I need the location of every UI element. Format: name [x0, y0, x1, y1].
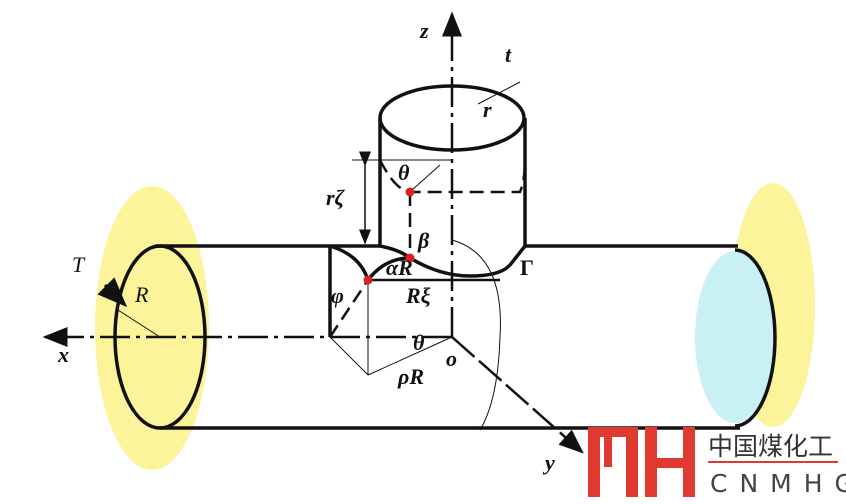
logo-english: CNMHG — [710, 469, 846, 498]
label-beta: β — [417, 228, 430, 253]
radius-line-R — [117, 309, 161, 338]
label-r: r — [483, 97, 492, 122]
label-R: R — [134, 282, 149, 307]
label-o: o — [446, 346, 457, 371]
point-mid — [405, 253, 415, 263]
y-axis — [451, 336, 584, 454]
right-end-face — [695, 251, 775, 423]
pipe-outline — [113, 84, 777, 430]
label-r-xi: Rξ — [405, 283, 431, 308]
thickness-arrow-T — [97, 277, 128, 308]
label-r-zeta: rζ — [326, 185, 346, 210]
label-alpha-r: αR — [386, 255, 413, 280]
label-theta-bottom: θ — [413, 330, 425, 355]
label-theta-top: θ — [398, 160, 410, 185]
label-y: y — [542, 450, 555, 475]
logo-mark — [588, 427, 695, 497]
label-rho-r: ρR — [397, 364, 424, 389]
cnmhg-logo: 中国煤化工 CNMHG — [588, 427, 846, 498]
construction-lines — [329, 81, 521, 431]
label-z: z — [419, 18, 429, 43]
hidden-lines — [328, 159, 527, 338]
label-gamma: Γ — [520, 255, 534, 280]
label-phi: φ — [331, 283, 344, 308]
label-t: t — [505, 42, 512, 67]
label-x: x — [57, 342, 69, 367]
logo-chinese: 中国煤化工 — [708, 432, 833, 461]
point-left — [363, 275, 373, 285]
point-top — [405, 187, 415, 197]
label-T: T — [72, 252, 86, 277]
